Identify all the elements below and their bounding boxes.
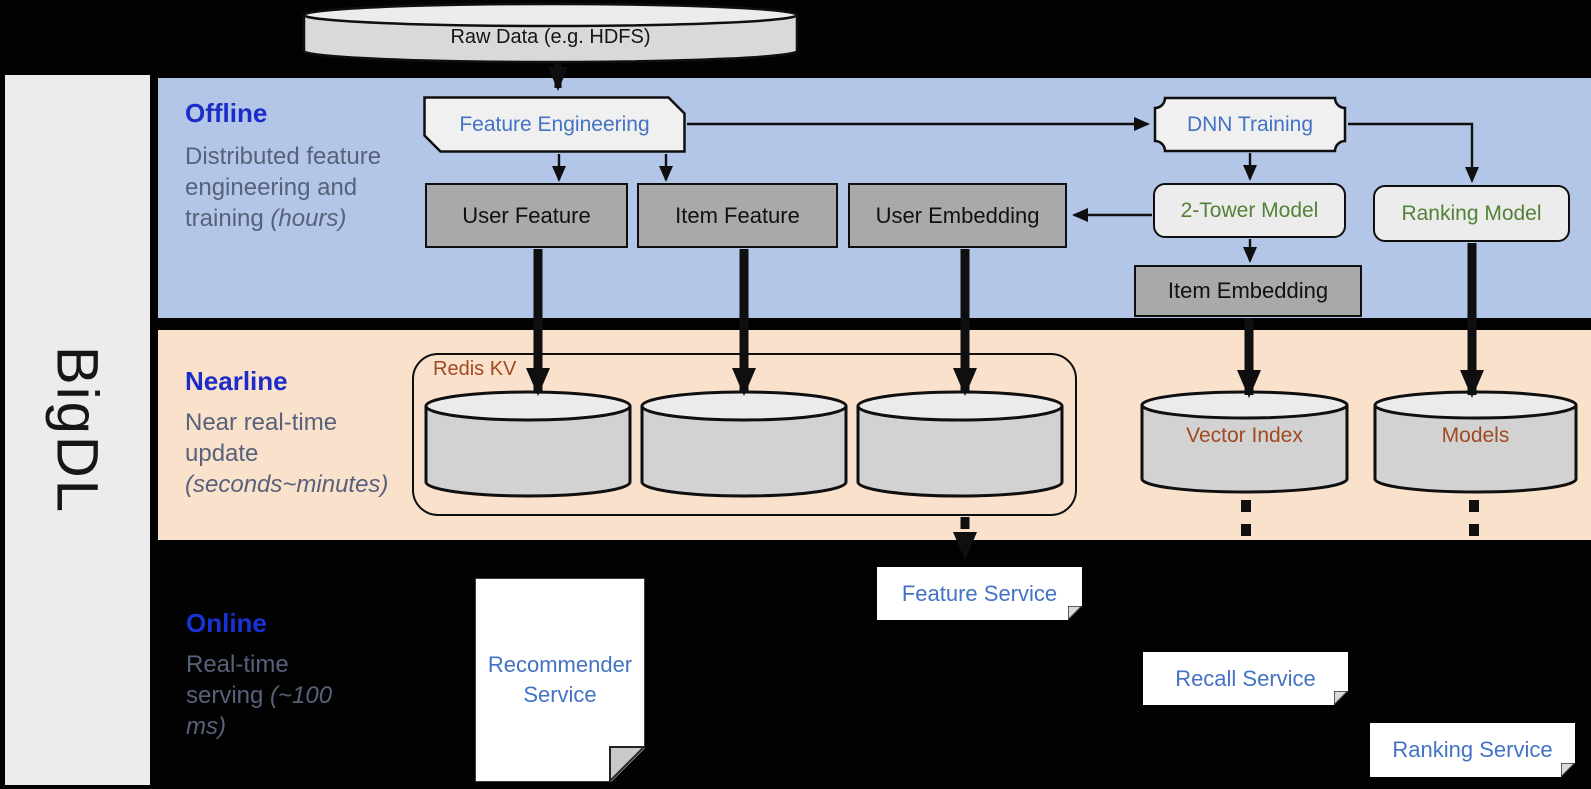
page-fold-icon [609, 746, 645, 782]
item-embedding-node: Item Embedding [1134, 265, 1362, 317]
online-description: Real-time serving (~100 ms) [186, 649, 336, 742]
vector-index-store: Vector Index [1140, 390, 1349, 494]
cylinder-shape-icon [424, 390, 632, 498]
ranking-model-node: Ranking Model [1373, 185, 1570, 242]
cylinder-shape-icon [856, 390, 1064, 498]
online-title: Online [186, 608, 267, 638]
user-feature-node: User Feature [425, 183, 628, 248]
offline-desc-note: (hours) [270, 205, 347, 232]
feature-service-label: Feature Service [901, 580, 1058, 606]
offline-description: Distributed feature engineering and trai… [185, 141, 385, 234]
recommender-service-label: Recommender Service [487, 652, 633, 707]
two-tower-model-node: 2-Tower Model [1153, 183, 1346, 238]
page-fold-icon [1334, 691, 1348, 705]
redis-cylinder-2 [640, 390, 848, 503]
redis-kv-label: Redis KV [433, 358, 517, 380]
raw-data-label: Raw Data (e.g. HDFS) [450, 26, 651, 48]
dnn-training-node: DNN Training [1153, 96, 1347, 153]
models-store: Models [1373, 390, 1578, 494]
ranking-service-label: Ranking Service [1392, 737, 1553, 762]
feature-service-node: Feature Service [877, 567, 1082, 620]
redis-cylinder-1 [424, 390, 632, 503]
nearline-description: Near real-time update (seconds~minutes) [185, 407, 403, 500]
offline-desc-text: Distributed feature engineering and trai… [185, 143, 382, 232]
user-embedding-node: User Embedding [848, 183, 1067, 248]
dnn-training-label: DNN Training [1186, 112, 1314, 136]
bigdl-sidebar [5, 75, 150, 785]
ranking-service-node: Ranking Service [1370, 723, 1575, 777]
cylinder-shape-icon [1140, 390, 1349, 494]
cylinder-shape-icon [640, 390, 848, 498]
vector-index-label: Vector Index [1186, 424, 1303, 447]
nearline-desc-note: (seconds~minutes) [185, 471, 389, 498]
nearline-desc-text: Near real-time update [185, 409, 338, 467]
recall-service-label: Recall Service [1175, 665, 1316, 691]
recall-service-node: Recall Service [1143, 652, 1348, 705]
cylinder-shape-icon [302, 2, 799, 64]
item-feature-node: Item Feature [637, 183, 838, 248]
page-fold-icon [1068, 606, 1082, 620]
online-desc-text: Real-time serving [186, 651, 289, 709]
raw-data-store: Raw Data (e.g. HDFS) [302, 2, 799, 64]
feature-engineering-node: Feature Engineering [423, 96, 686, 153]
feature-engineering-label: Feature Engineering [459, 112, 650, 136]
cylinder-shape-icon [1373, 390, 1578, 494]
models-label: Models [1441, 424, 1510, 447]
offline-title: Offline [185, 98, 268, 128]
bigdl-logo-text: BigDL [44, 346, 110, 514]
plaque-shape-icon [1153, 96, 1347, 153]
redis-cylinder-3 [856, 390, 1064, 503]
snip-rectangle-icon [423, 96, 686, 153]
nearline-title: Nearline [185, 366, 288, 396]
online-desc-note: (~100 ms) [186, 682, 333, 740]
page-fold-icon [1561, 763, 1575, 777]
